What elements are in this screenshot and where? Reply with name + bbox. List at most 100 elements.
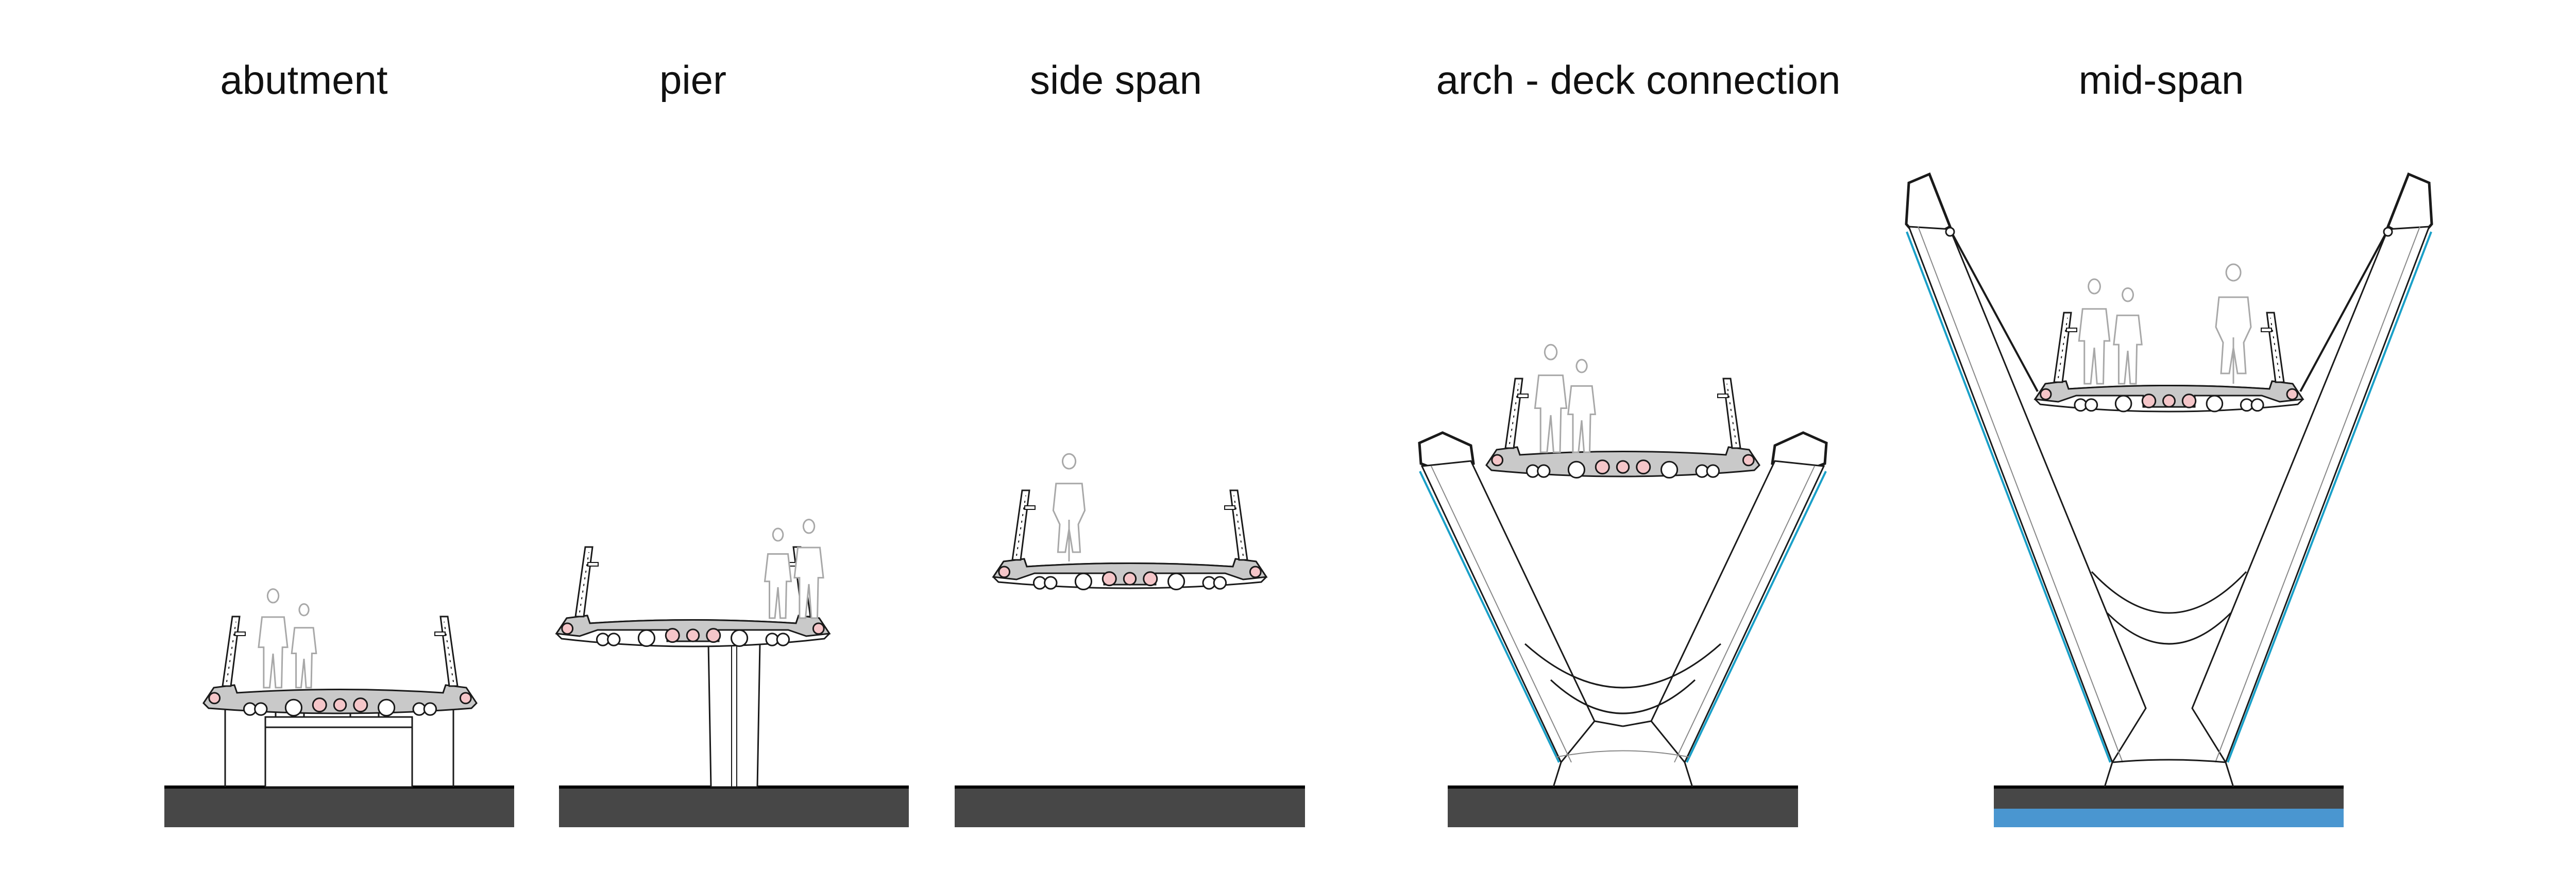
handrail bbox=[2066, 328, 2077, 332]
arch-base-line bbox=[2225, 762, 2234, 788]
service-duct-hole bbox=[2141, 394, 2157, 408]
service-duct-hole bbox=[333, 698, 347, 712]
arch-arm bbox=[2191, 226, 2431, 764]
pedestrian-silhouette bbox=[291, 603, 317, 689]
deck-top-slab bbox=[2033, 380, 2304, 408]
drainage-hole bbox=[731, 629, 749, 647]
arch-inner-line bbox=[1674, 466, 1815, 763]
service-duct-hole bbox=[665, 628, 680, 643]
arch-base-line bbox=[2104, 762, 2113, 788]
ground-slab bbox=[1994, 787, 2344, 809]
railing-post bbox=[222, 616, 241, 687]
pedestrian-silhouette bbox=[1567, 358, 1597, 453]
cyclist-silhouette bbox=[2215, 263, 2252, 384]
drainage-hole bbox=[1706, 464, 1720, 478]
railing-post bbox=[574, 546, 594, 618]
drainage-hole bbox=[776, 633, 790, 646]
title-arch-deck-connection: arch - deck connection bbox=[1436, 57, 1841, 103]
service-duct-hole bbox=[1123, 572, 1137, 586]
handrail bbox=[2261, 328, 2272, 332]
service-duct-hole bbox=[1636, 459, 1651, 475]
section-abutment bbox=[164, 588, 514, 827]
arch-intrados-curve bbox=[1550, 679, 1696, 714]
ground-slab bbox=[1448, 787, 1798, 827]
railing-post bbox=[1011, 489, 1030, 561]
arch-edge-highlight bbox=[2227, 231, 2432, 763]
arch-arm bbox=[1907, 226, 2147, 764]
service-duct-hole bbox=[686, 628, 700, 642]
service-duct-hole bbox=[1491, 454, 1504, 467]
service-duct-hole bbox=[1742, 454, 1755, 467]
drainage-hole bbox=[2084, 398, 2098, 412]
drainage-hole bbox=[637, 629, 656, 647]
arch-base-line bbox=[1552, 720, 1623, 788]
railing-post bbox=[1229, 489, 1248, 561]
section-arch-deck-connection bbox=[1418, 344, 1828, 827]
pier-column bbox=[707, 643, 761, 788]
service-duct-hole bbox=[1101, 571, 1117, 587]
drainage-hole bbox=[1213, 576, 1227, 590]
arch-edge-highlight bbox=[1419, 471, 1560, 763]
arch-base-curve bbox=[1555, 750, 1690, 758]
arch-base-curve bbox=[2112, 759, 2226, 763]
pedestrian-silhouette bbox=[2078, 278, 2111, 385]
arch-inner-line bbox=[1431, 466, 1572, 763]
arch-edge-highlight bbox=[1686, 471, 1827, 763]
railing-post bbox=[1722, 378, 1741, 449]
arch-intrados-curve bbox=[1524, 643, 1721, 689]
title-abutment: abutment bbox=[220, 57, 388, 103]
service-duct-hole bbox=[1595, 459, 1610, 475]
service-duct-hole bbox=[312, 697, 327, 713]
service-duct-hole bbox=[561, 622, 574, 635]
mirrored-half bbox=[2191, 172, 2433, 788]
section-mid-span bbox=[1905, 172, 2433, 827]
service-duct-hole bbox=[353, 697, 368, 713]
cable-anchor bbox=[2383, 227, 2393, 237]
service-duct-hole bbox=[459, 692, 472, 705]
handrail bbox=[234, 631, 246, 636]
railing-post bbox=[439, 616, 459, 687]
service-duct-hole bbox=[2040, 388, 2052, 401]
drainage-hole bbox=[2114, 395, 2132, 413]
handrail bbox=[1024, 505, 1036, 510]
service-duct-hole bbox=[208, 692, 221, 705]
section-side-span bbox=[955, 453, 1305, 827]
arch-inner-line bbox=[1918, 226, 2123, 763]
service-duct-hole bbox=[706, 628, 721, 643]
drainage-hole bbox=[254, 702, 268, 716]
service-duct-hole bbox=[2162, 394, 2176, 408]
hanger-cable bbox=[1952, 234, 2039, 392]
title-side-span: side span bbox=[1030, 57, 1202, 103]
drainage-hole bbox=[1660, 460, 1679, 479]
arch-arm bbox=[1420, 460, 1596, 764]
water bbox=[1994, 809, 2344, 827]
service-duct-hole bbox=[1616, 460, 1630, 474]
arch-arm bbox=[1650, 460, 1825, 764]
drainage-hole bbox=[378, 698, 396, 717]
drainage-hole bbox=[423, 702, 437, 716]
cable-anchor bbox=[1945, 227, 1955, 237]
hanger-cable bbox=[2299, 234, 2386, 392]
drainage-hole bbox=[1537, 464, 1551, 478]
arch-intrados-curve bbox=[2106, 612, 2232, 645]
cyclist-silhouette bbox=[1052, 453, 1086, 561]
mirrored-half bbox=[1622, 431, 1828, 788]
handrail bbox=[587, 562, 599, 567]
arch-base-line bbox=[1622, 720, 1693, 788]
arch-intrados-curve bbox=[2091, 571, 2247, 614]
service-duct-hole bbox=[812, 622, 825, 635]
handrail bbox=[1224, 505, 1235, 510]
handrail bbox=[434, 631, 446, 636]
service-duct-hole bbox=[998, 566, 1011, 578]
drainage-hole bbox=[284, 698, 303, 717]
section-pier bbox=[555, 519, 909, 827]
railing-post bbox=[2053, 312, 2072, 383]
pedestrian-silhouette bbox=[258, 588, 289, 689]
drainage-hole bbox=[607, 633, 621, 646]
service-duct-hole bbox=[2286, 388, 2298, 401]
title-mid-span: mid-span bbox=[2079, 57, 2244, 103]
service-duct-hole bbox=[2181, 394, 2197, 408]
arch-edge-highlight bbox=[1906, 231, 2111, 763]
pedestrian-silhouette bbox=[764, 527, 792, 619]
